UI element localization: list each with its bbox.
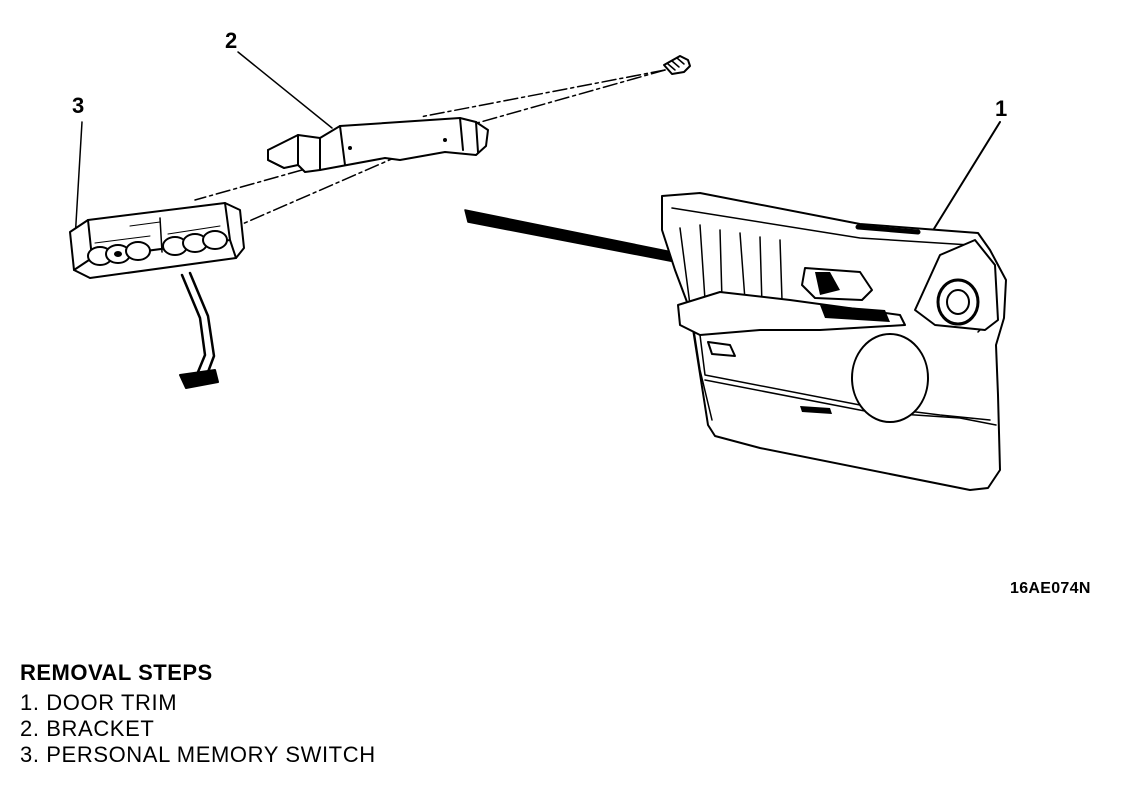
leader-line-3 — [74, 121, 83, 241]
step-label: DOOR TRIM — [46, 690, 178, 715]
exploded-view-diagram — [69, 51, 1007, 491]
figure-code: 16AE074N — [1010, 580, 1091, 597]
leader-line-1 — [931, 121, 1001, 233]
leader-line-2 — [237, 51, 333, 129]
step-number: 3. — [20, 742, 40, 767]
callout-3: 3 — [72, 93, 85, 118]
step-number: 1. — [20, 690, 40, 715]
bracket — [267, 117, 489, 173]
removal-steps-title: REMOVAL STEPS — [20, 660, 213, 685]
step-item: 3. PERSONAL MEMORY SWITCH — [20, 742, 376, 768]
assembly-guide-lines — [194, 69, 666, 226]
step-label: BRACKET — [46, 716, 155, 741]
screw — [663, 55, 691, 75]
door-trim — [661, 192, 1007, 491]
callout-2: 2 — [225, 28, 238, 53]
step-label: PERSONAL MEMORY SWITCH — [46, 742, 376, 767]
step-number: 2. — [20, 716, 40, 741]
personal-memory-switch — [69, 202, 245, 389]
removal-steps: REMOVAL STEPS 1. DOOR TRIM 2. BRACKET 3.… — [20, 660, 376, 768]
step-item: 1. DOOR TRIM — [20, 690, 376, 716]
step-item: 2. BRACKET — [20, 716, 376, 742]
callout-1: 1 — [995, 96, 1008, 121]
